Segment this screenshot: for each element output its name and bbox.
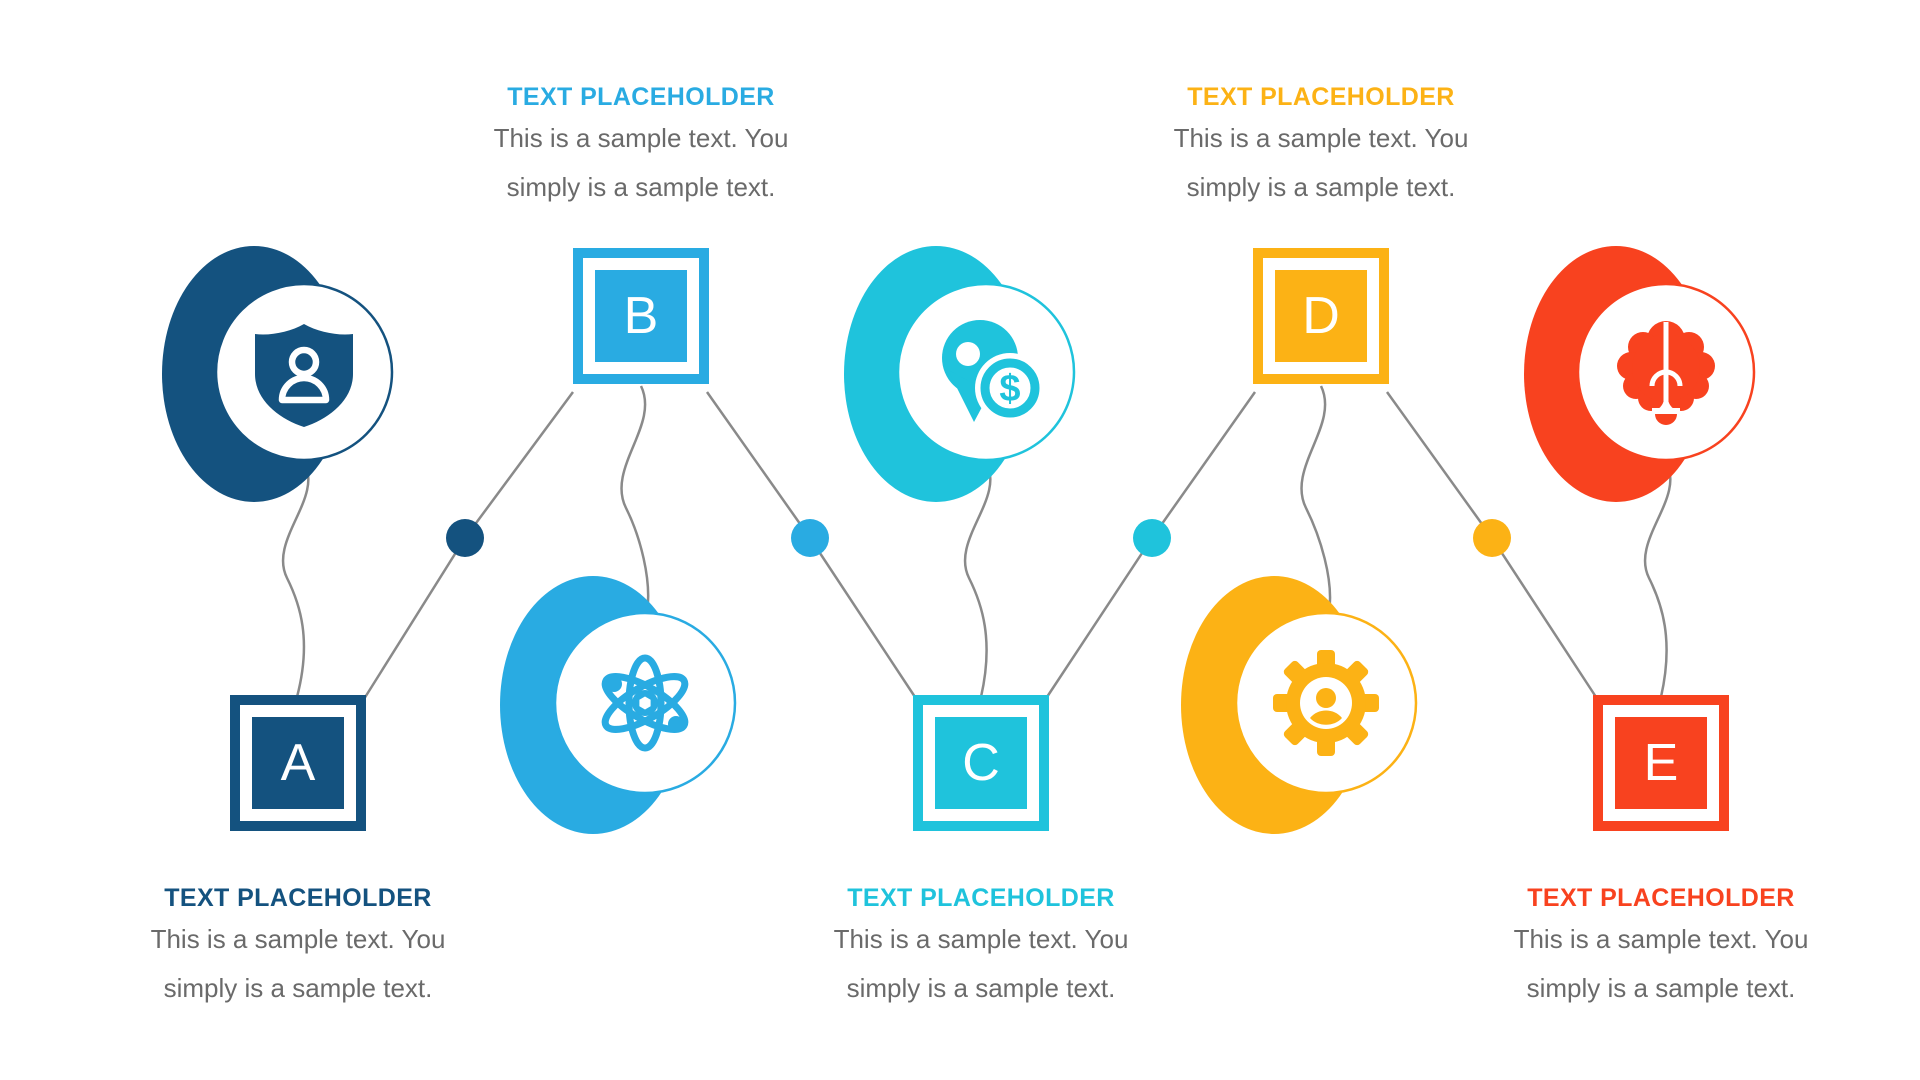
squiggle-line [281, 461, 310, 698]
stage-e-text-block: TEXT PLACEHOLDER This is a sample text. … [1451, 881, 1871, 1013]
stage-c-body-line2: simply is a sample text. [846, 973, 1116, 1003]
stage-a-icon-badge [162, 246, 394, 502]
stage-b-body-line1: This is a sample text. You [493, 123, 789, 153]
connector-dot [446, 519, 484, 557]
connector-dot [791, 519, 829, 557]
stage-c-body-line1: This is a sample text. You [833, 924, 1129, 954]
connector-dot [1473, 519, 1511, 557]
stage-d-body-line2: simply is a sample text. [1186, 172, 1456, 202]
stage-e-body-line2: simply is a sample text. [1526, 973, 1796, 1003]
stage-e-heading: TEXT PLACEHOLDER [1527, 884, 1795, 912]
location-dollar-icon: $ [942, 320, 1045, 423]
connector-dot [1133, 519, 1171, 557]
stage-a-text-block: TEXT PLACEHOLDER This is a sample text. … [88, 881, 508, 1013]
stage-c-heading: TEXT PLACEHOLDER [847, 884, 1115, 912]
stage-c-text-block: TEXT PLACEHOLDER This is a sample text. … [771, 881, 1191, 1013]
stage-e-body-line1: This is a sample text. You [1513, 924, 1809, 954]
stage-d-body-line1: This is a sample text. You [1173, 123, 1469, 153]
stage-a-heading: TEXT PLACEHOLDER [164, 884, 432, 912]
squiggle-line [1300, 385, 1332, 613]
squiggle-line [963, 461, 992, 698]
stage-b-icon-badge [500, 576, 737, 834]
stage-a-marker: A [230, 695, 366, 831]
stage-b-heading: TEXT PLACEHOLDER [507, 83, 775, 111]
stage-d-heading: TEXT PLACEHOLDER [1187, 83, 1455, 111]
stage-a-body-line2: simply is a sample text. [163, 973, 433, 1003]
squiggle-line [1643, 461, 1672, 698]
dollar-glyph: $ [999, 368, 1020, 410]
stage-b-marker: B [573, 248, 709, 384]
gear-user-icon [1273, 650, 1379, 756]
stage-a-body-line1: This is a sample text. You [150, 924, 446, 954]
stage-c-icon-badge: $ [844, 246, 1076, 502]
stage-d-letter: D [1275, 270, 1367, 362]
stage-c-marker: C [913, 695, 1049, 831]
brain-idea-icon [1617, 321, 1715, 425]
squiggle-lines [281, 385, 1672, 698]
stage-b-letter: B [595, 270, 687, 362]
squiggle-line [620, 385, 650, 613]
stage-e-letter: E [1615, 717, 1707, 809]
stage-a-letter: A [252, 717, 344, 809]
stage-b-text-block: TEXT PLACEHOLDER This is a sample text. … [431, 80, 851, 212]
shield-user-icon [255, 324, 353, 427]
stage-d-marker: D [1253, 248, 1389, 384]
stage-b-body-line2: simply is a sample text. [506, 172, 776, 202]
stage-e-icon-badge [1524, 246, 1756, 502]
stage-c-letter: C [935, 717, 1027, 809]
stage-d-text-block: TEXT PLACEHOLDER This is a sample text. … [1111, 80, 1531, 212]
atom-icon [601, 654, 689, 752]
stage-e-marker: E [1593, 695, 1729, 831]
stage-d-icon-badge [1181, 576, 1418, 834]
